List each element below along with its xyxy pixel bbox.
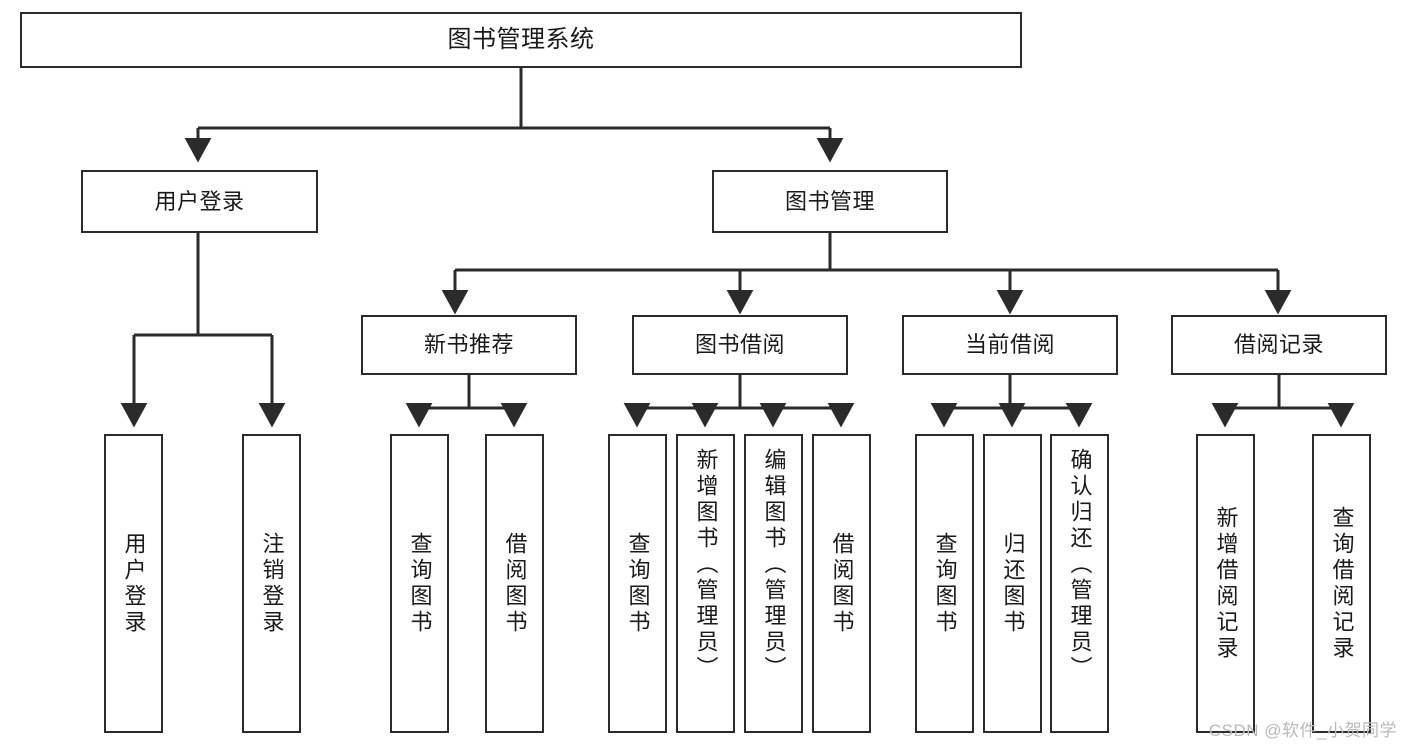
node-label: 借阅图书: [502, 531, 528, 636]
node-user-login[interactable]: 用户登录: [81, 170, 318, 233]
node-label: 新增图书（管理员）: [693, 448, 719, 682]
node-label: 图书借阅: [694, 332, 785, 358]
node-label: 查询借阅记录: [1329, 505, 1355, 662]
leaf-query-book-1[interactable]: 查询图书: [390, 434, 449, 733]
leaf-query-book-2[interactable]: 查询图书: [608, 434, 667, 733]
node-current-borrow[interactable]: 当前借阅: [902, 315, 1118, 375]
node-label: 注销登录: [259, 531, 285, 636]
node-label: 图书管理系统: [447, 25, 595, 53]
node-label: 新增借阅记录: [1213, 505, 1239, 662]
node-new-book-rec[interactable]: 新书推荐: [361, 315, 577, 375]
leaf-borrow-book-1[interactable]: 借阅图书: [485, 434, 544, 733]
leaf-borrow-book-2[interactable]: 借阅图书: [812, 434, 871, 733]
node-label: 查询图书: [625, 531, 651, 636]
node-label: 借阅记录: [1233, 332, 1324, 358]
node-label: 查询图书: [932, 531, 958, 636]
node-book-manage[interactable]: 图书管理: [712, 170, 948, 233]
watermark: CSDN @软件_小贺同学: [1208, 721, 1397, 740]
leaf-return-book[interactable]: 归还图书: [983, 434, 1042, 733]
node-label: 确认归还（管理员）: [1067, 448, 1093, 682]
leaf-add-record[interactable]: 新增借阅记录: [1196, 434, 1255, 733]
leaf-confirm-return[interactable]: 确认归还（管理员）: [1050, 434, 1109, 733]
leaf-query-record[interactable]: 查询借阅记录: [1312, 434, 1371, 733]
node-label: 查询图书: [407, 531, 433, 636]
node-label: 图书管理: [784, 188, 875, 214]
node-label: 新书推荐: [423, 332, 514, 358]
node-root-system[interactable]: 图书管理系统: [20, 12, 1022, 68]
node-label: 借阅图书: [829, 531, 855, 636]
node-label: 编辑图书（管理员）: [761, 448, 787, 682]
node-book-borrow[interactable]: 图书借阅: [632, 315, 848, 375]
leaf-add-book[interactable]: 新增图书（管理员）: [676, 434, 735, 733]
leaf-edit-book[interactable]: 编辑图书（管理员）: [744, 434, 803, 733]
node-label: 用户登录: [154, 188, 245, 214]
leaf-logout[interactable]: 注销登录: [242, 434, 301, 733]
node-label: 归还图书: [1000, 531, 1026, 636]
node-borrow-record[interactable]: 借阅记录: [1171, 315, 1387, 375]
node-label: 当前借阅: [964, 332, 1055, 358]
leaf-user-login[interactable]: 用户登录: [104, 434, 163, 733]
node-label: 用户登录: [121, 531, 147, 636]
leaf-query-book-3[interactable]: 查询图书: [915, 434, 974, 733]
